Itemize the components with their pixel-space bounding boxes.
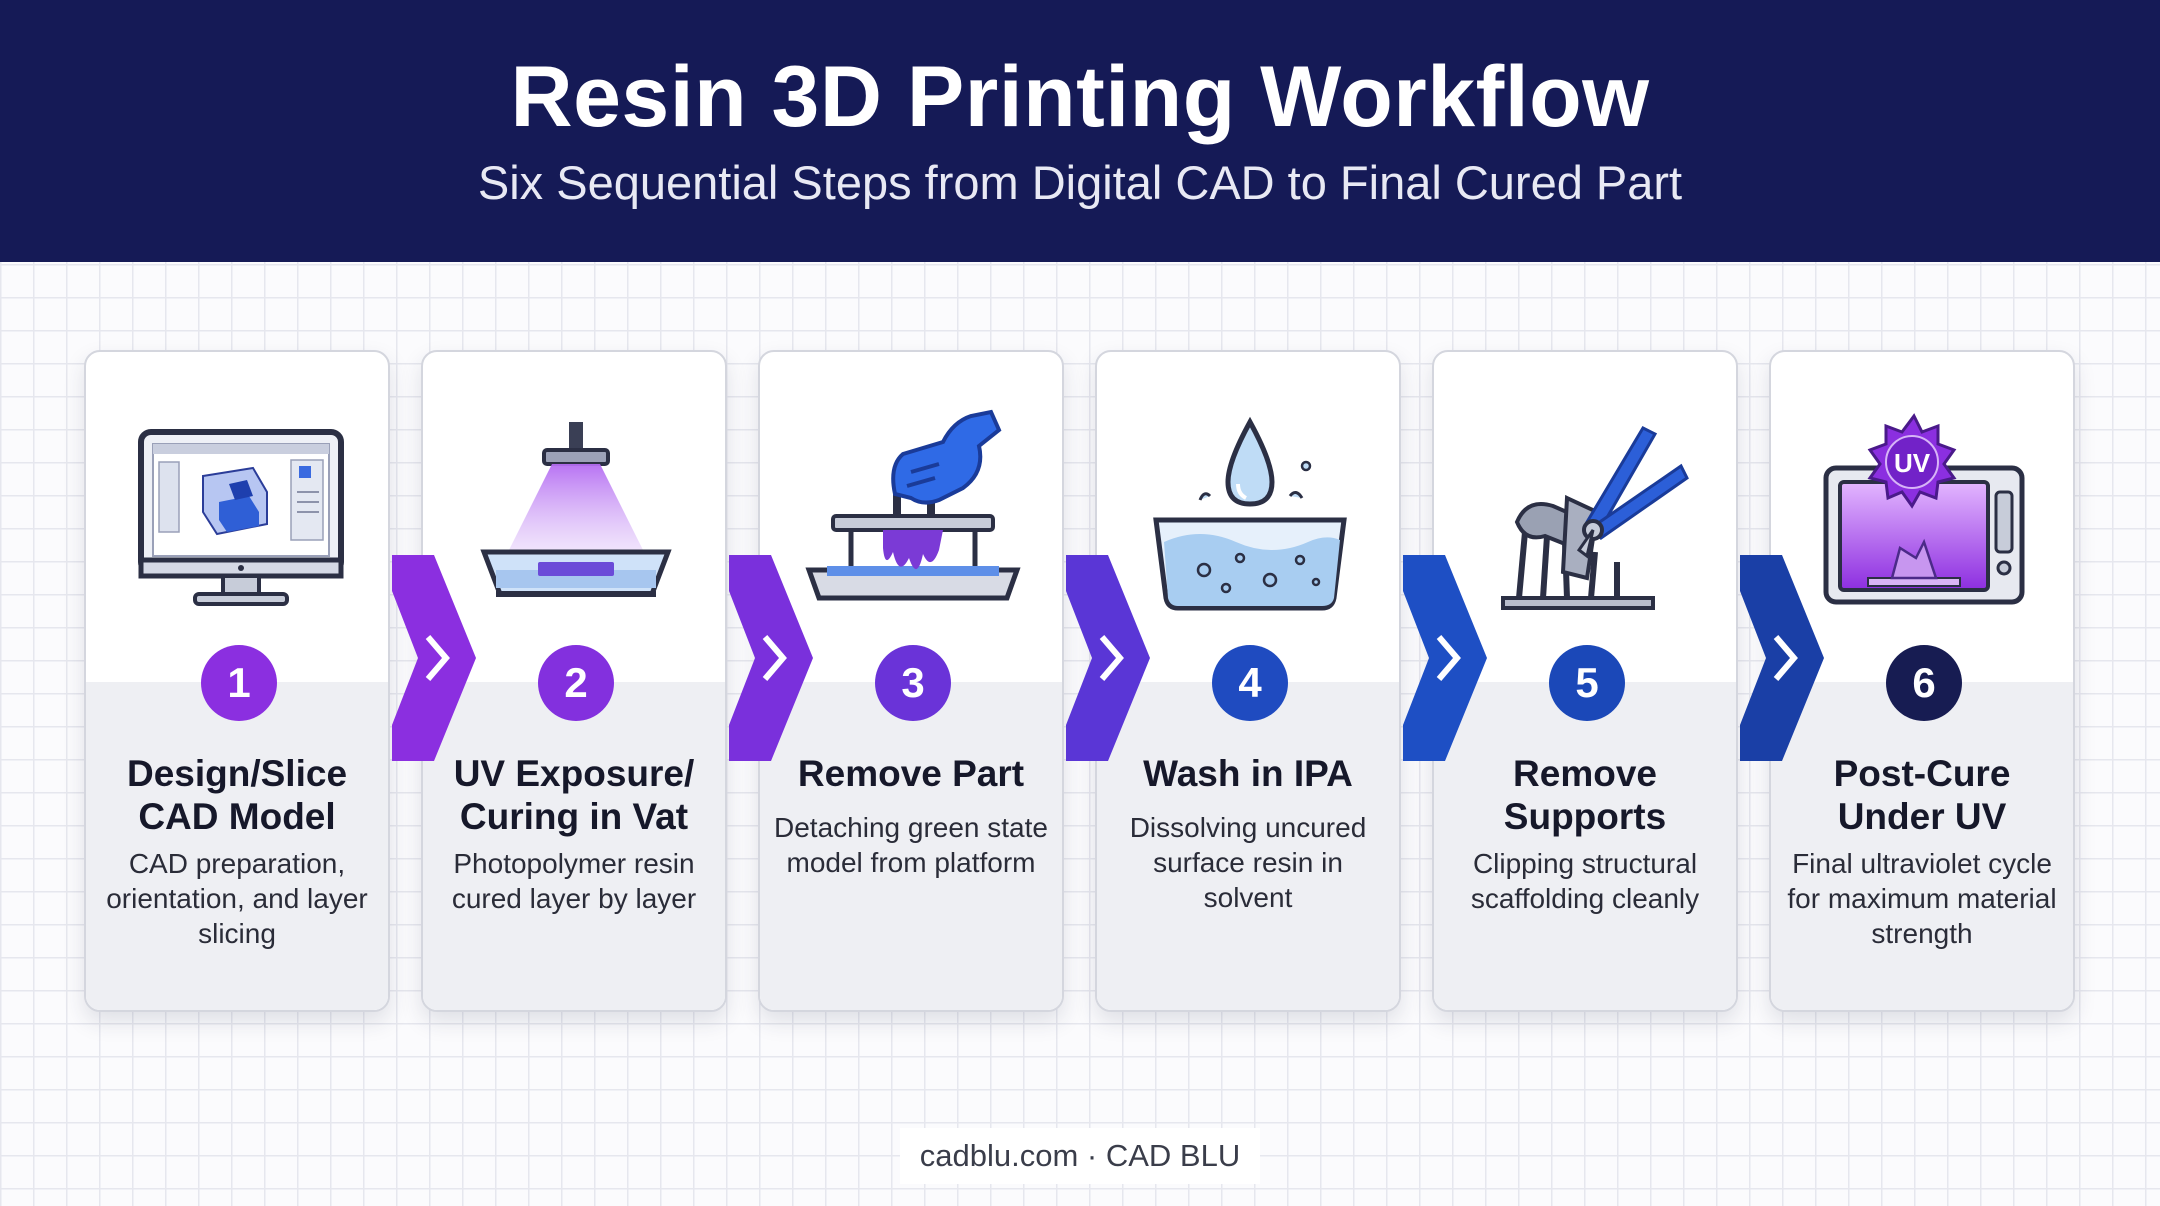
step-title: UV Exposure/ Curing in Vat	[433, 752, 715, 838]
step-title-line: Supports	[1503, 796, 1667, 837]
step-title: Remove Supports	[1444, 752, 1726, 838]
step-number-badge: 3	[875, 645, 951, 721]
card-lower-panel	[1434, 682, 1736, 1010]
uv-vat-icon	[480, 422, 672, 597]
step-title-line: Design/Slice	[126, 753, 348, 794]
card-lower-panel	[86, 682, 388, 1010]
step-description: CAD preparation, orientation, and layer …	[106, 848, 368, 949]
step-card-5: 5 Remove Supports Clipping structural sc…	[1432, 350, 1738, 1012]
step-title-line: Remove	[1513, 753, 1657, 794]
step-title-line: UV Exposure/	[453, 753, 695, 794]
page-title: Resin 3D Printing Workflow	[510, 49, 1650, 145]
step-title-line: Post-Cure	[1833, 753, 2011, 794]
step-title: Post-Cure Under UV	[1781, 752, 2063, 838]
step-title-line: Curing in Vat	[459, 796, 689, 837]
card-lower-panel	[1097, 682, 1399, 1010]
step-number-badge: 2	[538, 645, 614, 721]
step-title-line: Wash in IPA	[1143, 753, 1353, 794]
step-description: Final ultraviolet cycle for maximum mate…	[1787, 848, 2057, 949]
chevron-right-icon	[1403, 555, 1487, 761]
uv-oven-icon: UV	[1823, 413, 2025, 605]
step-description: Clipping structural scaffolding cleanly	[1470, 848, 1700, 914]
page-subtitle: Six Sequential Steps from Digital CAD to…	[477, 156, 1683, 209]
step-title-line: Under UV	[1837, 796, 2007, 837]
card-lower-panel	[760, 682, 1062, 1010]
step-description: Detaching green state model from platfor…	[774, 812, 1048, 878]
step-card-2: 2 UV Exposure/ Curing in Vat Photopolyme…	[421, 350, 727, 1012]
water-drop-basin-icon	[1153, 416, 1347, 611]
chevron-right-icon	[729, 555, 813, 761]
step-title: Design/Slice CAD Model	[96, 752, 378, 838]
card-lower-panel	[423, 682, 725, 1010]
card-lower-panel	[1771, 682, 2073, 1010]
step-description: Dissolving uncured surface resin in solv…	[1129, 812, 1367, 913]
pliers-supports-icon	[1501, 426, 1689, 610]
step-card-6: UV 6 Post-Cure Under UV Final ultraviole…	[1769, 350, 2075, 1012]
step-title: Wash in IPA	[1107, 752, 1389, 795]
footer-credit: cadblu.com · CAD BLU	[900, 1128, 1260, 1184]
step-card-3: 3 Remove Part Detaching green state mode…	[758, 350, 1064, 1012]
monitor-cad-icon	[138, 429, 344, 606]
step-number-badge: 5	[1549, 645, 1625, 721]
step-card-1: 1 Design/Slice CAD Model CAD preparation…	[84, 350, 390, 1012]
step-number-badge: 1	[201, 645, 277, 721]
uv-badge-label: UV	[1894, 448, 1931, 478]
step-number-badge: 4	[1212, 645, 1288, 721]
step-title: Remove Part	[770, 752, 1052, 795]
step-card-4: 4 Wash in IPA Dissolving uncured surface…	[1095, 350, 1401, 1012]
chevron-right-icon	[1066, 555, 1150, 761]
chevron-right-icon	[1740, 555, 1824, 761]
step-description: Photopolymer resin cured layer by layer	[451, 848, 697, 914]
gloved-hand-platform-icon	[805, 409, 1021, 601]
header-banner: Resin 3D Printing Workflow Six Sequentia…	[0, 0, 2160, 262]
step-title-line: Remove Part	[797, 753, 1025, 794]
step-title-line: CAD Model	[138, 796, 336, 837]
chevron-right-icon	[392, 555, 476, 761]
step-number-badge: 6	[1886, 645, 1962, 721]
